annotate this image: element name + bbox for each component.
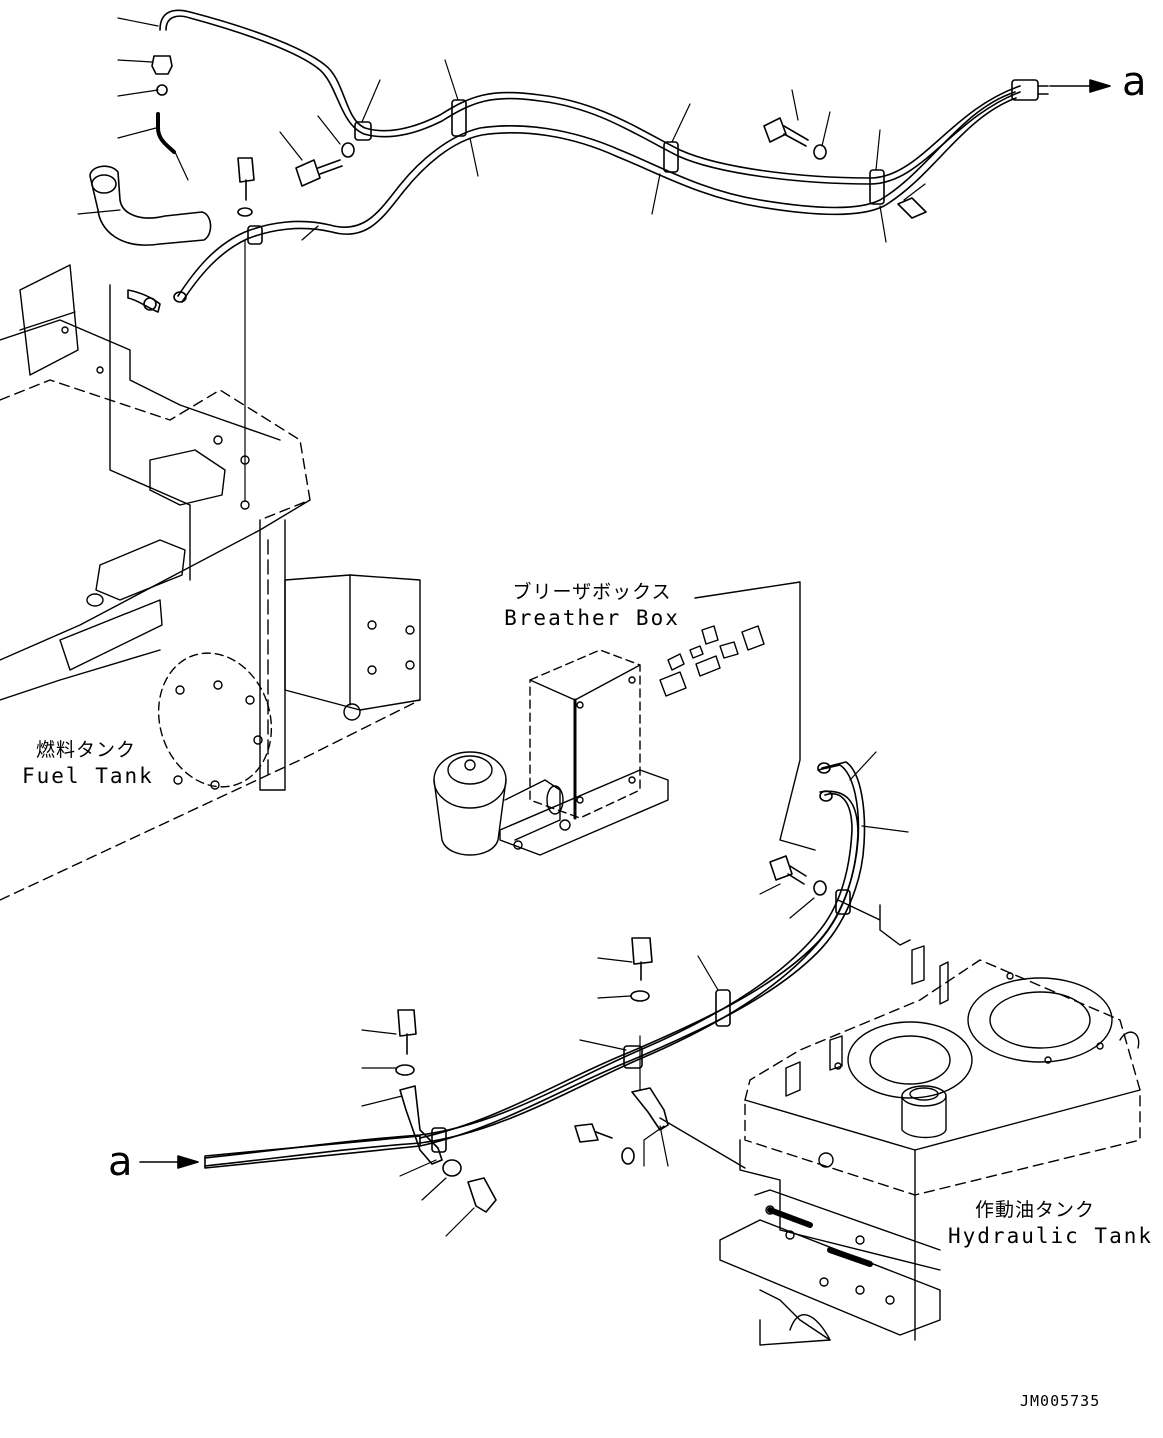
upper-breather-pipe <box>89 9 1111 313</box>
connection-ref-bottom: a <box>108 1139 133 1185</box>
fuel-tank-label-ja: 燃料タンク <box>35 739 136 761</box>
breather-box-label-ja: ブリーザボックス <box>512 581 672 603</box>
hydraulic-tank-label-en: Hydraulic Tank <box>948 1224 1154 1248</box>
hydraulic-tank-drawing <box>659 899 1141 1346</box>
drawing-code: JM005735 <box>1020 1392 1101 1410</box>
fuel-tank-frame <box>0 264 421 901</box>
leader-lines-upper <box>77 17 926 501</box>
lower-breather-pipe <box>139 761 866 1213</box>
fuel-tank-label-en: Fuel Tank <box>22 764 154 788</box>
hydraulic-tank-label-ja: 作動油タンク <box>974 1199 1095 1221</box>
breather-box-label-en: Breather Box <box>504 606 680 630</box>
leader-lines-lower <box>361 751 909 1237</box>
breather-box-drawing <box>433 581 816 856</box>
connection-ref-top: a <box>1122 59 1147 105</box>
